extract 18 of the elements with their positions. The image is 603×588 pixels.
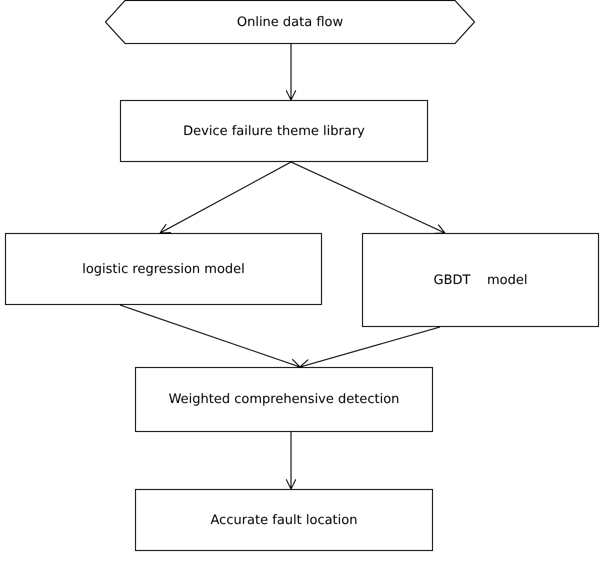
node-label: Device failure theme library bbox=[183, 124, 365, 138]
node-label: Accurate fault location bbox=[210, 512, 358, 528]
process-box bbox=[362, 233, 599, 327]
node-label: logistic regression model bbox=[82, 262, 245, 276]
node-label: Online data flow bbox=[236, 14, 344, 30]
process-box bbox=[120, 100, 428, 162]
arrow bbox=[286, 432, 296, 490]
process-box bbox=[135, 489, 433, 551]
arrow bbox=[300, 326, 440, 370]
process-box bbox=[135, 367, 433, 432]
process-box bbox=[5, 233, 322, 305]
arrow bbox=[286, 44, 296, 100]
node-label: GBDT model bbox=[434, 272, 528, 288]
arrow bbox=[290, 162, 446, 234]
node-label: Weighted comprehensive detection bbox=[168, 392, 400, 407]
arrow bbox=[160, 162, 292, 234]
input-hexagon bbox=[105, 0, 475, 44]
arrow bbox=[120, 304, 300, 369]
